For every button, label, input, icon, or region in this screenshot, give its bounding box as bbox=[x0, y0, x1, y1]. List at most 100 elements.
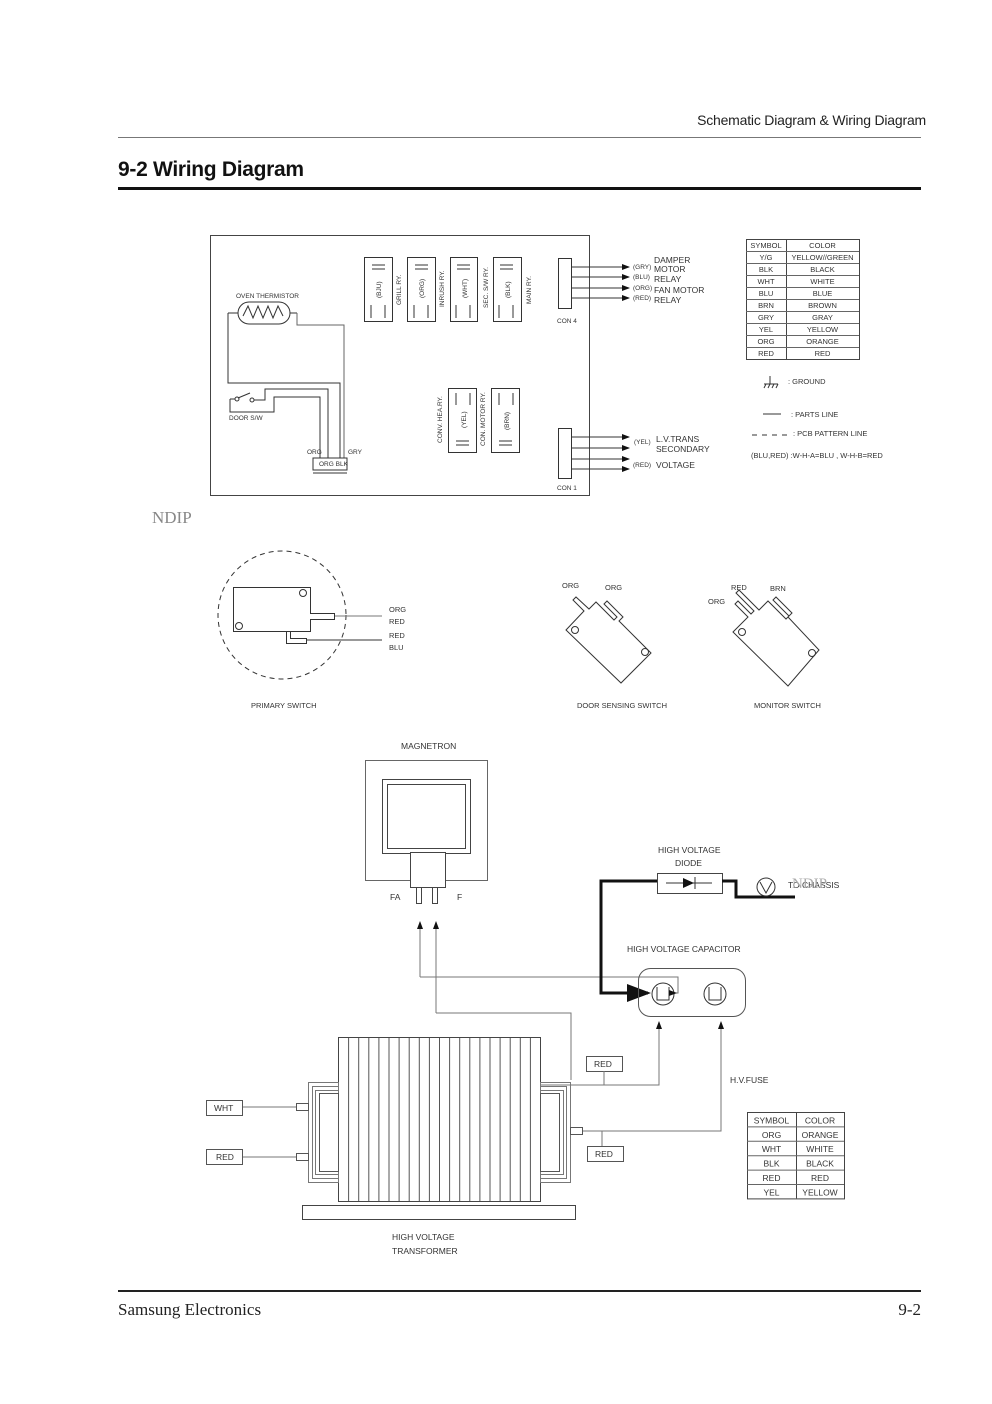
magnetron-label: MAGNETRON bbox=[401, 741, 456, 751]
diode-label-2: DIODE bbox=[675, 858, 702, 868]
line-legend: : GROUND : PARTS LINE : PCB PATTERN LINE… bbox=[751, 376, 883, 460]
chassis-label: TO CHASSIS bbox=[788, 880, 840, 890]
relay-grill: (BJU) GRILL RY. bbox=[364, 257, 403, 322]
legend-symbol: WHT bbox=[757, 277, 774, 286]
legend-color: BROWN bbox=[808, 301, 837, 310]
legend-symbol: GRY bbox=[758, 313, 774, 322]
wire-label: ORG bbox=[389, 605, 406, 614]
connector-wire-gry: GRY bbox=[348, 449, 363, 456]
relay-name: SEC. S/W RY. bbox=[483, 267, 490, 308]
con4-wire: (RED) bbox=[633, 295, 651, 302]
con4-wire: (ORG) bbox=[633, 285, 652, 292]
legend-color: RED bbox=[815, 349, 831, 358]
con1-label: CON 1 bbox=[557, 485, 577, 492]
relay-name: INRUSH RY. bbox=[439, 270, 446, 307]
chassis-ground-icon bbox=[756, 877, 776, 897]
legend-color: YELLOW bbox=[807, 325, 839, 334]
legend-color: GRAY bbox=[812, 313, 833, 322]
legend-color: ORANGE bbox=[802, 1130, 839, 1140]
watermark: NDIP bbox=[152, 508, 192, 527]
legend-symbol: BLU bbox=[759, 289, 774, 298]
legend-symbol: RED bbox=[758, 349, 774, 358]
legend-header: SYMBOL bbox=[754, 1115, 790, 1125]
org-blk-connector: ORG GRY ORG BLK bbox=[307, 449, 363, 474]
section-header: Schematic Diagram & Wiring Diagram bbox=[697, 112, 926, 128]
legend-color: YELLOW//GREEN bbox=[791, 253, 853, 262]
door-sw-label: DOOR S/W bbox=[229, 415, 263, 422]
oven-thermistor: OVEN THERMISTOR bbox=[228, 293, 299, 325]
relay-wire: (BLK) bbox=[505, 281, 512, 298]
legend-color: WHITE bbox=[810, 277, 834, 286]
pcb-line-label: : PCB PATTERN LINE bbox=[793, 429, 867, 438]
relay-wire: (YEL) bbox=[461, 411, 468, 428]
legend-symbol: BLK bbox=[763, 1159, 779, 1169]
legend-color: BLUE bbox=[813, 289, 833, 298]
tag-text: RED bbox=[594, 1059, 612, 1069]
footer-company: Samsung Electronics bbox=[118, 1300, 262, 1319]
f-terminal-label: F bbox=[457, 892, 462, 902]
con1-target: L.V.TRANS bbox=[656, 434, 699, 444]
legend-symbol: BRN bbox=[758, 301, 774, 310]
primary-switch: ORG RED RED BLU PRIMARY SWITCH bbox=[217, 550, 406, 710]
wire-label: RED bbox=[389, 617, 405, 626]
legend-symbol: YEL bbox=[763, 1187, 779, 1197]
legend-header: SYMBOL bbox=[750, 241, 781, 250]
relay-conv-motor: CON. MOTOR RY. (BRN) bbox=[480, 388, 520, 453]
tag-text: RED bbox=[595, 1149, 613, 1159]
legend-symbol: ORG bbox=[757, 337, 774, 346]
tag-text: RED bbox=[216, 1152, 234, 1162]
legend-color: BLACK bbox=[806, 1159, 834, 1169]
legend-symbol: BLK bbox=[759, 265, 773, 274]
secondary-red-tag-bottom: RED bbox=[587, 1131, 624, 1162]
thermistor-label: OVEN THERMISTOR bbox=[236, 293, 299, 300]
hv-capacitor: HIGH VOLTAGE CAPACITOR bbox=[627, 944, 746, 1017]
diode-label-1: HIGH VOLTAGE bbox=[658, 845, 721, 855]
connector-wire-org: ORG bbox=[307, 449, 322, 456]
con4-target: RELAY bbox=[654, 295, 682, 305]
con4-target: FAN MOTOR bbox=[654, 285, 704, 295]
wire-label: ORG bbox=[708, 597, 725, 606]
wire-label: ORG bbox=[605, 583, 622, 592]
footer-rule bbox=[118, 1290, 921, 1292]
title-rule bbox=[118, 187, 921, 190]
legend-color: RED bbox=[811, 1173, 829, 1183]
relay-conv-heater: CONV. HEA.RY. (YEL) bbox=[437, 388, 477, 453]
tag-text: WHT bbox=[214, 1103, 233, 1113]
con1-wire: (RED) bbox=[633, 462, 651, 469]
legend-symbol: WHT bbox=[762, 1144, 781, 1154]
relay-main: (BLK) MAIN RY. bbox=[493, 257, 533, 322]
legend-color: ORANGE bbox=[806, 337, 839, 346]
legend-color: WHITE bbox=[806, 1144, 834, 1154]
primary-wht-tag: WHT bbox=[206, 1100, 296, 1116]
wire-label: BLU bbox=[389, 643, 404, 652]
door-sensing-switch: ORG ORG DOOR SENSING SWITCH bbox=[562, 581, 667, 710]
con4-connector: CON 4 (GRY) (BLU) (ORG) (RED) DAMPER MOT… bbox=[557, 255, 704, 325]
switch-label: DOOR SENSING SWITCH bbox=[577, 701, 667, 710]
wire-label: BRN bbox=[770, 584, 786, 593]
con1-connector: CON 1 (YEL) (RED) L.V.TRANS SECONDARY VO… bbox=[557, 428, 710, 492]
legend-header: COLOR bbox=[805, 1115, 835, 1125]
con4-target: MOTOR bbox=[654, 264, 685, 274]
footer-page-number: 9-2 bbox=[898, 1300, 921, 1319]
con1-target: VOLTAGE bbox=[656, 460, 695, 470]
legend-symbol: ORG bbox=[762, 1130, 781, 1140]
con1-wire: (YEL) bbox=[634, 439, 651, 446]
relay-inrush: (ORG) INRUSH RY. bbox=[407, 257, 446, 322]
con4-label: CON 4 bbox=[557, 318, 577, 325]
header-rule bbox=[118, 137, 921, 138]
watermark-overlay: NDIP bbox=[792, 876, 827, 892]
switch-label: MONITOR SWITCH bbox=[754, 701, 821, 710]
pcb-board: OVEN THERMISTOR DOOR S/W ORG GRY ORG BLK bbox=[210, 235, 710, 496]
relay-name: CON. MOTOR RY. bbox=[480, 392, 487, 446]
fa-terminal-label: FA bbox=[390, 892, 401, 902]
wire-label: ORG bbox=[562, 581, 579, 590]
legend-color: YELLOW bbox=[802, 1187, 837, 1197]
parts-line-label: : PARTS LINE bbox=[791, 410, 838, 419]
connector-label: ORG BLK bbox=[319, 461, 349, 468]
wire-label: RED bbox=[389, 631, 405, 640]
relay-wire: (BRN) bbox=[504, 412, 511, 430]
relay-sec-sw: (WHT) SEC. S/W RY. bbox=[450, 257, 490, 322]
